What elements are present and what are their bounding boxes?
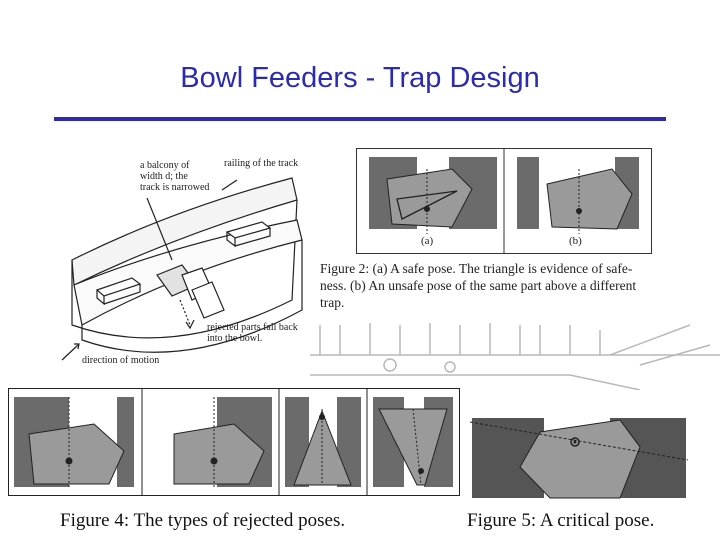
figure-2-panels: (a) (b) [356, 148, 652, 254]
direction-of-motion-label: direction of motion [82, 355, 160, 366]
rejected-parts-label: rejected parts fall back into the bowl. [207, 322, 298, 344]
figure-4-caption: Figure 4: The types of rejected poses. [60, 510, 346, 531]
figure-5-caption: Figure 5: A critical pose. [467, 510, 655, 531]
figure-5-svg [469, 418, 689, 499]
background-technical-drawing [310, 315, 720, 391]
slide-title: Bowl Feeders - Trap Design [180, 62, 540, 94]
panel-a-label: (a) [421, 235, 434, 247]
balcony-label: a balcony of width d; the track is narro… [140, 160, 210, 193]
figure-2-caption-line: trap. [320, 295, 345, 310]
figure-5-critical-pose [469, 412, 689, 500]
title-underline-end [628, 117, 666, 119]
figure-1-track-drawing: a balcony of width d; the track is narro… [52, 150, 314, 375]
track-illustration [61, 177, 303, 361]
figure-2-caption: Figure 2: (a) A safe pose. The triangle … [320, 260, 700, 311]
figure-2-caption-line: ness. (b) An unsafe pose of the same par… [320, 278, 637, 293]
title-underline [54, 117, 666, 121]
background-drawing-svg [310, 323, 720, 391]
panel-b-label: (b) [569, 235, 582, 247]
figure-4-svg [14, 389, 453, 495]
railing-label: railing of the track [224, 158, 299, 169]
figure-2-caption-line: Figure 2: (a) A safe pose. The triangle … [320, 261, 633, 276]
figure-2-svg [369, 149, 639, 253]
figure-4-panels [8, 388, 460, 496]
